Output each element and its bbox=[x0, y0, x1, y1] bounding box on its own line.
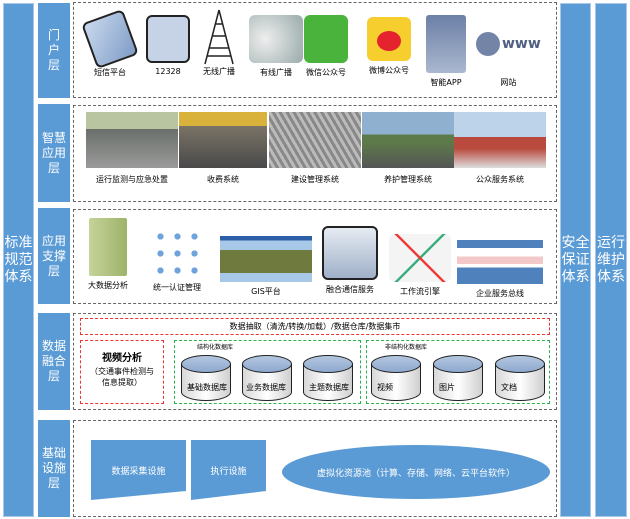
base-database[interactable]: 基础数据库 bbox=[181, 355, 231, 401]
structured-db-group: 结构化数据库 基础数据库 业务数据库 主题数据库 bbox=[174, 340, 361, 404]
execution-facility[interactable]: 执行设施 bbox=[191, 440, 266, 500]
globe-www-icon: www bbox=[476, 25, 541, 63]
weibo-icon bbox=[367, 17, 411, 61]
layer-portal-label: 门户层 bbox=[38, 3, 70, 98]
layer-app-label: 智慧应用层 bbox=[38, 104, 70, 202]
service-bus-icon bbox=[457, 240, 543, 284]
operations-column: 运行维护体系 bbox=[595, 3, 627, 517]
layer-infra-label: 基础设施层 bbox=[38, 420, 70, 517]
smartphone-icon bbox=[426, 15, 466, 73]
monitoring-emergency[interactable]: 运行监测与应急处置 bbox=[86, 112, 178, 185]
maintenance-management[interactable]: 养护管理系统 bbox=[362, 112, 454, 185]
standards-column: 标准规范体系 bbox=[3, 3, 34, 517]
video-analysis-box[interactable]: 视频分析（交通事件检测与信息提取） bbox=[80, 340, 164, 404]
data-collection-facility[interactable]: 数据采集设施 bbox=[91, 440, 186, 500]
infra-panel: 数据采集设施 执行设施 虚拟化资源池（计算、存储、网络、云平台软件） bbox=[73, 420, 557, 517]
wired-broadcast[interactable]: 有线广播 bbox=[249, 15, 303, 78]
toll-system[interactable]: 收费系统 bbox=[179, 112, 267, 185]
converged-communication[interactable]: 融合通信服务 bbox=[322, 226, 378, 295]
layer-support-label: 应用支撑层 bbox=[38, 208, 70, 304]
map-icon bbox=[220, 236, 312, 282]
road-roller-photo bbox=[362, 112, 454, 168]
topic-database[interactable]: 主题数据库 bbox=[303, 355, 353, 401]
video-store[interactable]: 视频 bbox=[371, 355, 421, 401]
support-panel: 大数据分析 统一认证管理 GIS平台 融合通信服务 工作流引擎 企业服务总线 bbox=[73, 209, 557, 304]
wechat-account[interactable]: 微信公众号 bbox=[304, 15, 348, 78]
wechat-icon bbox=[304, 15, 348, 63]
virtual-resource-pool[interactable]: 虚拟化资源池（计算、存储、网络、云平台软件） bbox=[282, 445, 550, 499]
document-store[interactable]: 文档 bbox=[495, 355, 545, 401]
smart-app[interactable]: 智能APP bbox=[426, 15, 466, 88]
standards-label: 标准规范体系 bbox=[4, 234, 33, 285]
security-column: 安全保证体系 bbox=[560, 3, 591, 517]
workflow-engine[interactable]: 工作流引擎 bbox=[389, 234, 451, 297]
operations-label: 运行维护体系 bbox=[597, 234, 625, 285]
construction-photo bbox=[269, 112, 361, 168]
printer-device-icon bbox=[322, 226, 378, 280]
toll-station-photo bbox=[179, 112, 267, 168]
public-service[interactable]: 公众服务系统 bbox=[454, 112, 546, 185]
weibo-account[interactable]: 微博公众号 bbox=[367, 17, 411, 76]
radio-tower-icon bbox=[204, 9, 234, 65]
mobile-phone-icon bbox=[81, 8, 139, 70]
unstructured-db-group: 非结构化数据库 视频 图片 文档 bbox=[366, 340, 550, 404]
construction-management[interactable]: 建设管理系统 bbox=[269, 112, 361, 185]
wireless-broadcast[interactable]: 无线广播 bbox=[199, 8, 239, 77]
telephone-icon bbox=[146, 15, 190, 63]
big-data-analysis[interactable]: 大数据分析 bbox=[88, 218, 128, 291]
highway-photo bbox=[86, 112, 178, 168]
service-area-photo bbox=[454, 112, 546, 168]
enterprise-service-bus[interactable]: 企业服务总线 bbox=[457, 240, 543, 299]
workflow-network-icon bbox=[389, 234, 451, 282]
gis-platform[interactable]: GIS平台 bbox=[220, 236, 312, 297]
business-database[interactable]: 业务数据库 bbox=[242, 355, 292, 401]
users-icon bbox=[152, 228, 202, 278]
app-panel: 运行监测与应急处置 收费系统 建设管理系统 养护管理系统 公众服务系统 bbox=[73, 105, 557, 202]
etl-bar: 数据抽取（清洗/转换/加载）/数据仓库/数据集市 bbox=[80, 318, 550, 335]
unified-auth[interactable]: 统一认证管理 bbox=[152, 228, 202, 293]
security-label: 安全保证体系 bbox=[561, 234, 590, 285]
sms-platform[interactable]: 短信平台 bbox=[81, 8, 139, 78]
server-icon bbox=[89, 218, 127, 276]
hotline-12328[interactable]: 12328 bbox=[146, 15, 190, 76]
image-store[interactable]: 图片 bbox=[433, 355, 483, 401]
data-panel: 数据抽取（清洗/转换/加载）/数据仓库/数据集市 视频分析（交通事件检测与信息提… bbox=[73, 313, 557, 410]
loudspeaker-icon bbox=[249, 15, 303, 63]
portal-panel: 短信平台 12328 无线广播 有线广播 微信公众号 微博公众号 智能APP w… bbox=[73, 2, 557, 98]
layer-data-label: 数据融合层 bbox=[38, 313, 70, 410]
